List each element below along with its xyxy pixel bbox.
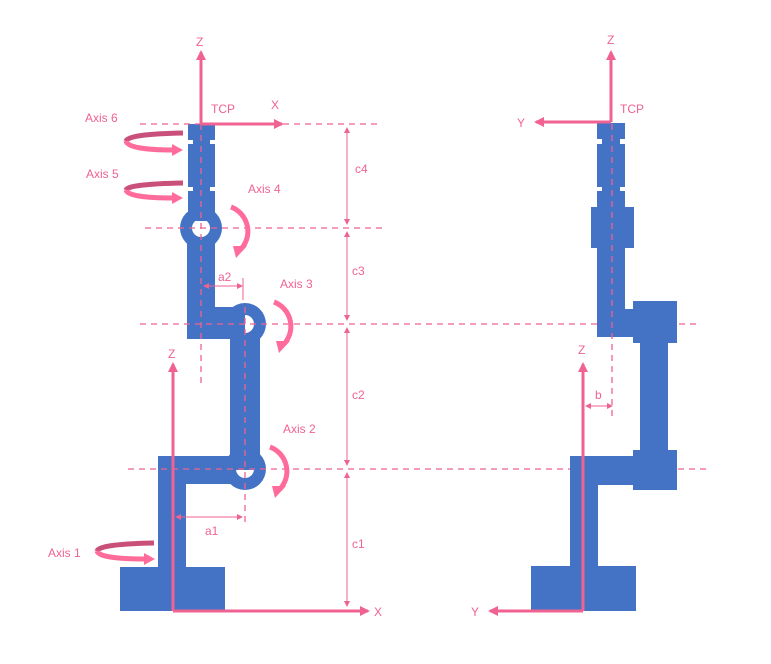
axis-2-rotation-icon: [268, 444, 290, 492]
dimension-b: b: [585, 388, 613, 409]
dim-a2: a2: [218, 270, 232, 284]
tcp-z-label: Z: [196, 35, 203, 49]
axis-2-label: Axis 2: [283, 422, 316, 436]
dim-c2: c2: [352, 388, 365, 402]
base-x-label: X: [374, 605, 382, 619]
horizontal-dimensions: a1 a2: [175, 270, 244, 538]
wrist-notch-2: [193, 185, 210, 193]
front-wrist-top: [597, 123, 625, 139]
tcp-frame-front: Z Y TCP: [517, 33, 644, 130]
axis-3-rotation-icon: [272, 299, 294, 347]
front-tcp-z-label: Z: [607, 33, 614, 47]
axis-5-rotation-icon: [123, 180, 184, 204]
dim-a1: a1: [205, 524, 219, 538]
front-view: Z Y TCP Z Y b: [471, 33, 677, 619]
front-shoulder: [570, 456, 635, 485]
front-wrist-notch-1: [602, 137, 620, 146]
pivot-rotation-arrows: [229, 204, 294, 498]
dim-c3: c3: [352, 264, 365, 278]
robot-body-front: [531, 123, 677, 611]
base-z-label: Z: [168, 347, 175, 361]
front-wrist-notch-2: [602, 185, 620, 193]
axis-1-label: Axis 1: [48, 546, 81, 560]
axis-3-label: Axis 3: [280, 277, 313, 291]
dim-c1: c1: [352, 537, 365, 551]
tcp-frame-side: Z X TCP: [196, 35, 284, 129]
front-lower-arm: [640, 340, 668, 452]
front-base-z-label: Z: [578, 343, 585, 357]
axis-6-label: Axis 6: [85, 111, 118, 125]
front-wrist-lower: [597, 191, 625, 209]
front-base-y-label: Y: [471, 605, 479, 619]
axis-4-rotation-icon: [229, 204, 251, 252]
wrist-top: [188, 124, 215, 140]
front-tcp-label: TCP: [620, 102, 644, 116]
axis-5-label: Axis 5: [86, 167, 119, 181]
tcp-x-label: X: [271, 98, 279, 112]
dim-b: b: [595, 388, 602, 402]
dim-c4: c4: [355, 162, 368, 176]
vertical-dimensions: c4 c3 c2 c1: [344, 127, 368, 607]
front-joint-3-housing: [633, 301, 677, 343]
axis-6-rotation-icon: [123, 130, 184, 156]
wrist-notch-1: [193, 138, 210, 146]
front-upper-arm: [597, 245, 625, 337]
base-frame-front: Z Y: [471, 343, 588, 619]
front-joint-2-housing: [633, 450, 677, 490]
axis-1-rotation-icon: [94, 540, 155, 565]
axis-4-label: Axis 4: [248, 182, 281, 196]
tcp-label: TCP: [211, 102, 235, 116]
joint-labels: Axis 6 Axis 5 Axis 4 Axis 3 Axis 2 Axis …: [48, 111, 316, 560]
front-tcp-y-label: Y: [517, 116, 525, 130]
spin-rotation-arrows: [94, 130, 184, 565]
base-frame-side: Z X: [168, 347, 382, 619]
front-wrist-middle: [597, 144, 625, 187]
